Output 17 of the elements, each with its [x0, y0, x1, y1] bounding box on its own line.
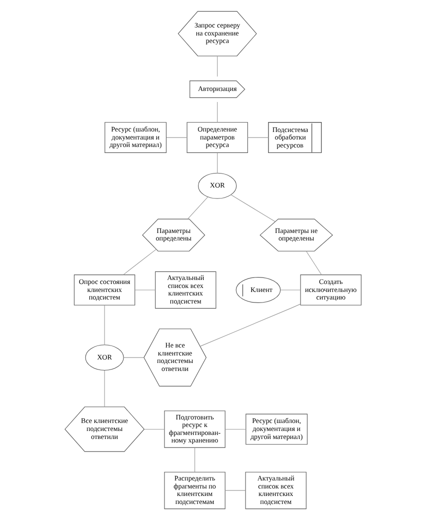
- connector: [247, 137, 269, 138]
- connector: [217, 152, 218, 174]
- connector: [104, 305, 105, 346]
- connector: [217, 102, 218, 123]
- connector: [123, 357, 144, 358]
- connector: [144, 428, 165, 430]
- connector: [224, 490, 246, 491]
- connector: [306, 250, 322, 276]
- connector: [194, 448, 196, 472]
- connector: [217, 56, 218, 77]
- connector: [104, 370, 105, 408]
- connector: [166, 137, 188, 138]
- connector: [123, 249, 156, 275]
- connector: [200, 304, 301, 347]
- connector: [224, 428, 246, 430]
- connector: [230, 194, 276, 222]
- connector: [187, 196, 208, 220]
